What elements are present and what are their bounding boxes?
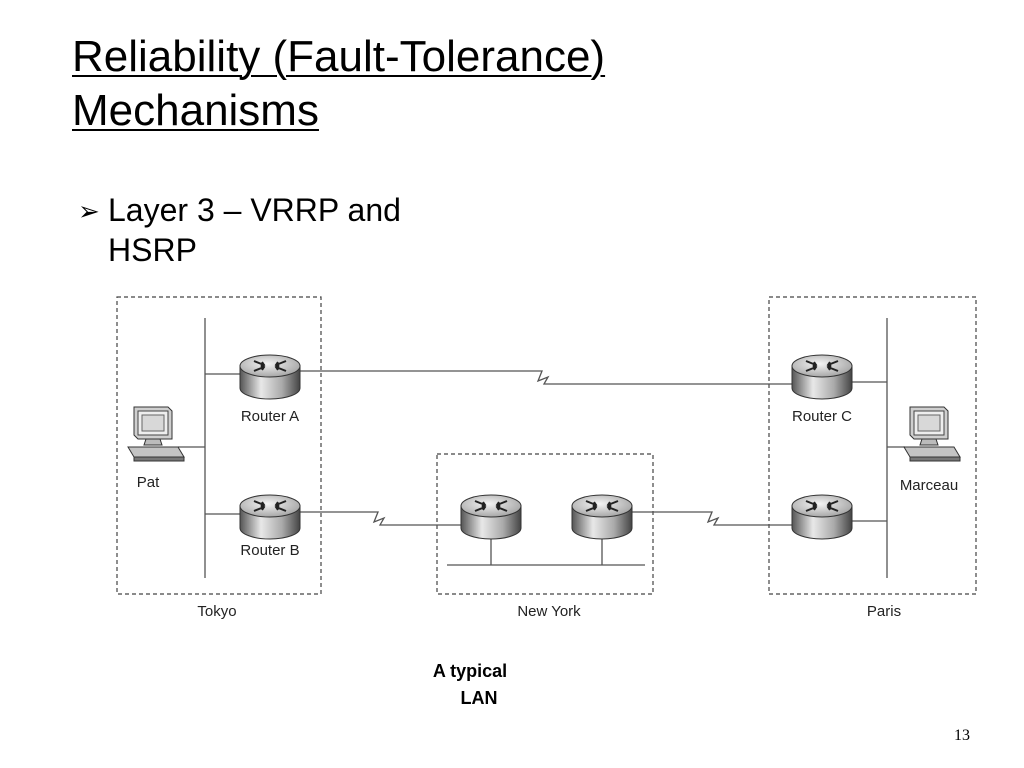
- bullet-arrow-icon: ➢: [78, 196, 100, 226]
- pat-workstation-icon: [127, 406, 185, 462]
- wan-link-router-a-router-c: [300, 370, 792, 385]
- site-box-tokyo: [116, 296, 322, 595]
- diagram-caption: A typical LAN: [400, 658, 540, 712]
- bullet-text-line-1: Layer 3 – VRRP and: [108, 192, 401, 228]
- site-label-new-york: New York: [517, 603, 581, 620]
- bullet-item: ➢ Layer 3 – VRRP and HSRP: [78, 190, 401, 270]
- wan-link-new-york-paris: [631, 511, 792, 526]
- caption-line-1: A typical: [432, 661, 508, 681]
- site-box-new-york: [436, 453, 654, 595]
- router-c-label: Router C: [792, 408, 852, 425]
- page-number: 13: [954, 727, 970, 744]
- marceau-label: Marceau: [900, 477, 958, 494]
- caption-line-2: LAN: [460, 688, 498, 708]
- bullet-text-line-2: HSRP: [108, 232, 197, 268]
- site-box-paris: [768, 296, 977, 595]
- router-b-router-icon: [239, 494, 301, 540]
- new-york-router-1-router-icon: [460, 494, 522, 540]
- wan-link-router-b-new-york: [300, 511, 462, 526]
- marceau-workstation-icon: [903, 406, 961, 462]
- slide-title: Reliability (Fault-Tolerance) Mechanisms: [72, 30, 605, 138]
- site-label-paris: Paris: [867, 603, 901, 620]
- slide-title-line-2: Mechanisms: [72, 86, 319, 135]
- router-b-label: Router B: [240, 542, 299, 559]
- router-a-router-icon: [239, 354, 301, 400]
- pat-label: Pat: [137, 474, 160, 491]
- new-york-router-2-router-icon: [571, 494, 633, 540]
- site-label-tokyo: Tokyo: [197, 603, 236, 620]
- router-a-label: Router A: [241, 408, 299, 425]
- bullet-text: Layer 3 – VRRP and HSRP: [108, 190, 401, 270]
- paris-router-2-router-icon: [791, 494, 853, 540]
- slide-title-line-1: Reliability (Fault-Tolerance): [72, 32, 606, 81]
- router-c-router-icon: [791, 354, 853, 400]
